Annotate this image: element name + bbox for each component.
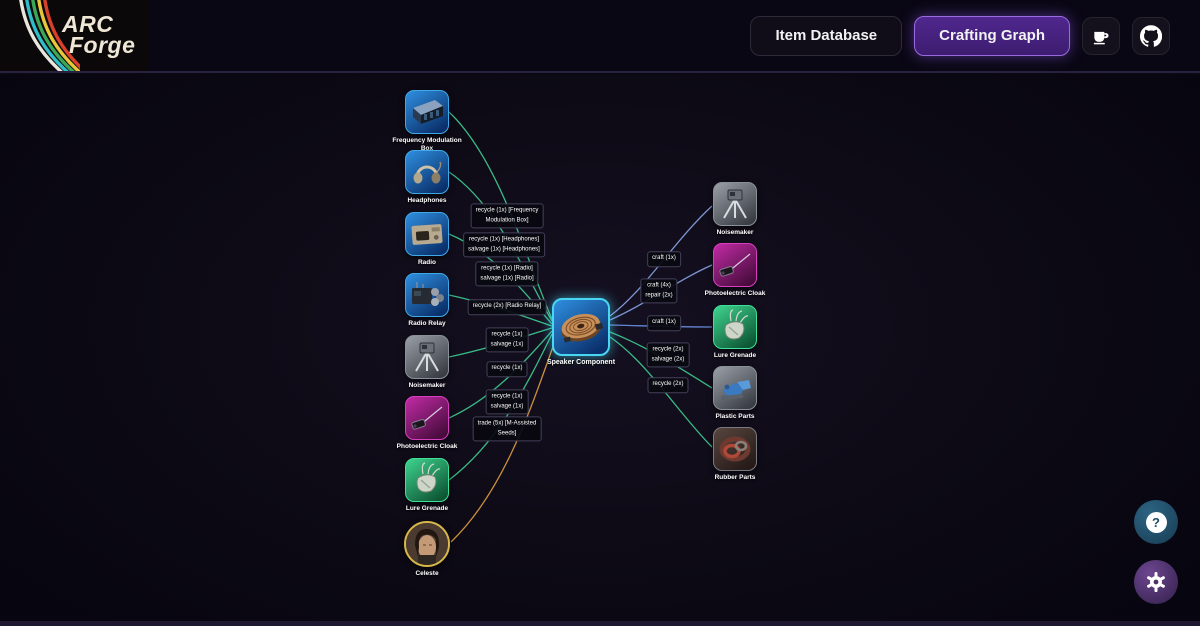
frequency-modulation-box-icon: [413, 100, 443, 124]
node-label: Speaker Component: [546, 359, 616, 366]
node-photoelectric-cloak-left[interactable]: Photoelectric Cloak: [397, 396, 457, 451]
noisemaker-icon: [415, 342, 439, 372]
speaker-component-icon: [561, 313, 604, 343]
node-label: Headphones: [407, 197, 447, 204]
edge-label-recycle-rubber-parts: recycle (2x): [647, 377, 689, 393]
edge-label-noisemaker-left: recycle (1x)salvage (1x): [485, 327, 529, 353]
edge-label-craft-photoelectric-cloak: craft (4x)repair (2x): [640, 278, 678, 304]
node-rubber-parts[interactable]: Rubber Parts: [713, 427, 757, 482]
node-label: Radio Relay: [408, 320, 446, 327]
help-icon: ?: [1145, 511, 1167, 533]
node-lure-grenade-left[interactable]: Lure Grenade: [405, 458, 449, 513]
edge-label-photoelectric-cloak-left: recycle (1x): [486, 361, 528, 377]
node-noisemaker-right[interactable]: Noisemaker: [713, 182, 757, 237]
node-speaker-component[interactable]: Speaker Component: [547, 298, 615, 368]
edge-label-craft-lure-grenade: craft (1x): [647, 315, 681, 331]
node-noisemaker-left[interactable]: Noisemaker: [405, 335, 449, 390]
node-label: Lure Grenade: [713, 352, 757, 359]
node-radio-relay[interactable]: Radio Relay: [405, 273, 449, 328]
logo-text: ARC Forge: [62, 11, 136, 59]
node-label: Photoelectric Cloak: [704, 290, 766, 297]
node-label: Radio: [417, 259, 437, 266]
bottom-strip: [0, 621, 1200, 626]
node-label: Frequency Modulation Box: [392, 137, 462, 153]
node-photoelectric-cloak-right[interactable]: Photoelectric Cloak: [705, 243, 765, 298]
coffee-button[interactable]: [1082, 16, 1120, 55]
header: ARC Forge Item Database Crafting Graph: [0, 0, 1200, 73]
photoelectric-cloak-icon: [719, 253, 751, 277]
edge-label-recycle-plastic-parts: recycle (2x)salvage (2x): [646, 342, 690, 368]
github-icon: [1140, 24, 1162, 47]
logo-stripes-icon: [19, 0, 80, 71]
node-label: Celeste: [415, 570, 439, 577]
node-plastic-parts[interactable]: Plastic Parts: [713, 366, 757, 421]
node-headphones[interactable]: Headphones: [405, 150, 449, 205]
node-radio[interactable]: Radio: [405, 212, 449, 267]
rubber-parts-icon: [719, 436, 751, 462]
edge-label-lure-grenade-left: recycle (1x)salvage (1x): [485, 389, 529, 415]
node-celeste[interactable]: Celeste: [404, 521, 450, 578]
graph-canvas[interactable]: Frequency Modulation Box Headphones: [0, 75, 1200, 621]
header-nav: Item Database Crafting Graph: [750, 15, 1200, 56]
celeste-portrait: [404, 521, 450, 567]
plastic-parts-icon: [720, 380, 751, 401]
radio-icon: [411, 224, 443, 245]
help-button[interactable]: ?: [1134, 500, 1178, 544]
node-label: Rubber Parts: [714, 474, 756, 481]
coffee-icon: [1093, 31, 1109, 44]
lure-grenade-icon: [724, 309, 749, 340]
lure-grenade-icon: [416, 462, 441, 493]
radio-relay-icon: [412, 282, 444, 306]
logo[interactable]: ARC Forge: [0, 0, 150, 71]
celeste-portrait-icon: [406, 523, 448, 565]
item-database-button[interactable]: Item Database: [750, 15, 903, 56]
node-label: Noisemaker: [716, 229, 754, 236]
crafting-graph-button[interactable]: Crafting Graph: [914, 15, 1070, 56]
node-label: Lure Grenade: [405, 505, 449, 512]
node-label: Noisemaker: [408, 382, 446, 389]
node-label: Plastic Parts: [715, 413, 755, 420]
settings-button[interactable]: [1134, 560, 1178, 604]
headphones-icon: [413, 161, 442, 184]
gear-icon: [1147, 572, 1165, 592]
node-frequency-modulation-box[interactable]: Frequency Modulation Box: [392, 90, 462, 153]
logo-line1: ARC: [62, 11, 114, 37]
photoelectric-cloak-icon: [411, 406, 443, 430]
node-label: Photoelectric Cloak: [396, 443, 458, 450]
node-lure-grenade-right[interactable]: Lure Grenade: [713, 305, 757, 360]
edge-label-craft-noisemaker: craft (1x): [647, 251, 681, 267]
edge-label-radio-relay: recycle (2x) [Radio Relay]: [467, 299, 547, 315]
edge-label-headphones: recycle (1x) [Headphones]salvage (1x) [H…: [463, 232, 545, 258]
logo-line2: Forge: [69, 32, 136, 59]
noisemaker-icon: [723, 189, 747, 219]
edge-label-radio: recycle (1x) [Radio]salvage (1x) [Radio]: [475, 261, 539, 287]
github-button[interactable]: [1132, 16, 1170, 55]
